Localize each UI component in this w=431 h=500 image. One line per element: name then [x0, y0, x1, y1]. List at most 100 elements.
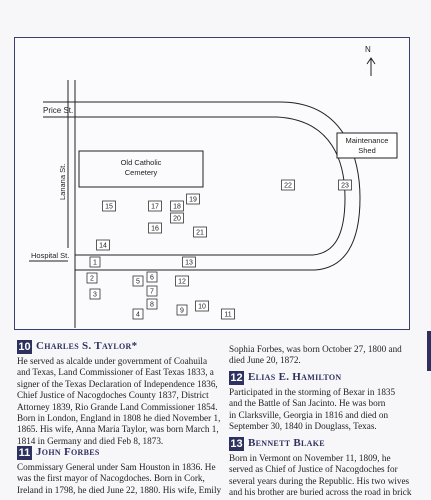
plot-marker-9: 9	[176, 304, 188, 316]
entry-number: 13	[229, 437, 244, 451]
plot-marker-15: 15	[102, 200, 116, 212]
plot-box	[148, 222, 162, 234]
plot-box	[175, 275, 189, 287]
cemetery-road-inner	[75, 116, 346, 256]
plot-marker-7: 7	[146, 285, 158, 297]
plot-marker-20: 20	[170, 212, 184, 224]
plot-box	[86, 272, 98, 284]
plot-number: 19	[189, 197, 197, 204]
plot-box	[182, 256, 196, 268]
entry-12: 12 Elias E. Hamilton Participated in the…	[229, 371, 424, 433]
plot-marker-13: 13	[182, 256, 196, 268]
price-street-label: Price St.	[43, 106, 73, 115]
maintenance-label-line1: Maintenance	[346, 136, 389, 145]
plot-number: 13	[185, 260, 193, 267]
plot-marker-8: 8	[146, 298, 158, 310]
cemetery-label-line1: Old Catholic	[121, 158, 162, 167]
entry-body: He served as alcalde under government of…	[17, 356, 221, 446]
plot-number: 10	[198, 304, 206, 311]
plot-box	[281, 179, 295, 191]
plot-marker-4: 4	[132, 308, 144, 320]
plot-marker-14: 14	[96, 239, 110, 251]
plot-number: 5	[136, 279, 140, 286]
plot-number: 9	[180, 308, 184, 315]
entry-continuation-body: Sophia Forbes, was born October 27, 1800…	[229, 344, 402, 366]
plot-number: 17	[151, 204, 159, 211]
plot-box	[193, 226, 207, 238]
plot-box	[176, 304, 188, 316]
entry-name: Charles S. Taylor*	[36, 340, 138, 353]
plot-box	[102, 200, 116, 212]
plot-number: 12	[178, 279, 186, 286]
plot-box	[89, 288, 101, 300]
plot-marker-17: 17	[148, 200, 162, 212]
plot-marker-6: 6	[146, 271, 158, 283]
plot-marker-12: 12	[175, 275, 189, 287]
map-drawing: N Price St. Lanana St. Hospital St. Old …	[29, 45, 398, 328]
entry-10: 10 Charles S. Taylor* He served as alcal…	[17, 340, 222, 447]
maintenance-shed	[336, 132, 398, 159]
plot-marker-5: 5	[132, 275, 144, 287]
plot-number: 16	[151, 226, 159, 233]
plot-marker-2: 2	[86, 272, 98, 284]
entry-name: John Forbes	[36, 446, 100, 459]
plot-marker-10: 10	[195, 300, 209, 312]
plot-number: 7	[150, 289, 154, 296]
plot-box	[132, 308, 144, 320]
plot-box	[186, 193, 200, 205]
plot-box	[146, 271, 158, 283]
plot-number: 2	[90, 276, 94, 283]
cemetery-label-line2: Cemetery	[125, 168, 158, 177]
plot-box	[338, 179, 352, 191]
entry-number: 10	[17, 340, 32, 354]
north-label: N	[365, 45, 371, 54]
hospital-street-label: Hospital St.	[31, 251, 69, 260]
plot-box	[146, 285, 158, 297]
plot-number: 6	[150, 275, 154, 282]
entry-number: 11	[17, 446, 32, 460]
entry-body: Participated in the storming of Bexar in…	[229, 387, 396, 432]
plot-number: 14	[99, 243, 107, 250]
plot-number: 20	[173, 216, 181, 223]
plot-marker-23: 23	[338, 179, 352, 191]
entry-name: Bennett Blake	[248, 437, 325, 450]
plot-number: 8	[150, 302, 154, 309]
entry-body: Born in Vermont on November 11, 1809, he…	[229, 453, 412, 498]
plot-number: 11	[224, 312, 231, 319]
plot-marker-19: 19	[186, 193, 200, 205]
plot-number: 22	[284, 183, 292, 190]
plot-box	[170, 200, 184, 212]
plot-marker-16: 16	[148, 222, 162, 234]
plot-number: 4	[136, 312, 140, 319]
plot-box	[170, 212, 184, 224]
plot-box	[132, 275, 144, 287]
plot-marker-22: 22	[281, 179, 295, 191]
plot-marker-1: 1	[89, 256, 101, 268]
plot-box	[89, 256, 101, 268]
old-catholic-cemetery	[78, 150, 204, 188]
lanana-street-label: Lanana St.	[58, 164, 67, 200]
cemetery-road	[75, 101, 361, 271]
entry-11: 11 John Forbes Commissary General under …	[17, 446, 222, 496]
entry-number: 12	[229, 371, 244, 385]
plot-number: 3	[93, 292, 97, 299]
maintenance-label-line2: Shed	[358, 146, 376, 155]
plot-box	[221, 308, 235, 320]
plot-box	[148, 200, 162, 212]
page-edge-bar	[427, 331, 431, 371]
plot-number: 18	[173, 204, 181, 211]
entry-13: 13 Bennett Blake Born in Vermont on Nove…	[229, 437, 424, 499]
plot-box	[195, 300, 209, 312]
plot-marker-3: 3	[89, 288, 101, 300]
plot-box	[146, 298, 158, 310]
entry-body: Commissary General under Sam Houston in …	[17, 462, 222, 495]
plot-number: 1	[93, 260, 97, 267]
entry-name: Elias E. Hamilton	[248, 371, 342, 384]
plot-marker-21: 21	[193, 226, 207, 238]
plot-number: 23	[341, 183, 349, 190]
plot-box	[96, 239, 110, 251]
plot-marker-11: 11	[221, 308, 235, 320]
plot-number: 21	[196, 230, 204, 237]
cemetery-map: N Price St. Lanana St. Hospital St. Old …	[14, 37, 410, 330]
